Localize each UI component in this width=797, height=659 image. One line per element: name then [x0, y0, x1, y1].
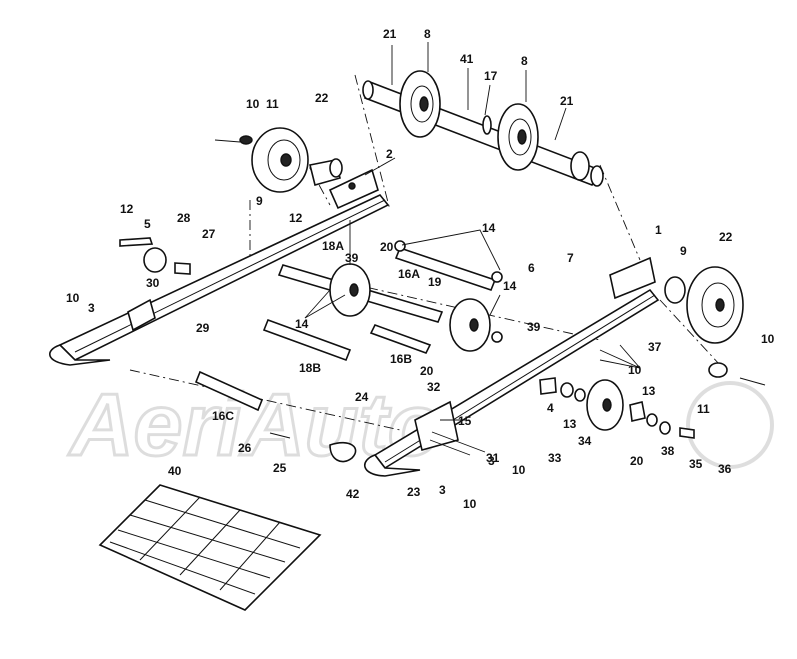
callout-23: 23 [407, 485, 421, 499]
callout-14: 14 [503, 279, 517, 293]
callout-33: 33 [548, 451, 562, 465]
callout-10: 10 [512, 463, 526, 477]
callout-10: 10 [66, 291, 80, 305]
callout-8: 8 [521, 54, 528, 68]
callout-14: 14 [482, 221, 496, 235]
callout-25: 25 [273, 461, 287, 475]
callout-16C: 16C [212, 409, 234, 423]
callout-10: 10 [628, 363, 642, 377]
callout-28: 28 [177, 211, 191, 225]
callout-13: 13 [642, 384, 656, 398]
track-section [98, 484, 322, 611]
callout-24: 24 [355, 390, 369, 404]
lower-hardware [119, 237, 695, 463]
callout-9: 9 [256, 194, 263, 208]
alignment-lines [129, 74, 721, 431]
callout-16A: 16A [398, 267, 420, 281]
callout-8: 8 [424, 27, 431, 41]
callout-39: 39 [345, 251, 359, 265]
callout-7: 7 [567, 251, 574, 265]
callout-10: 10 [761, 332, 775, 346]
callout-20: 20 [630, 454, 644, 468]
callout-17: 17 [484, 69, 498, 83]
callout-26: 26 [238, 441, 252, 455]
rear-axle-assembly [362, 70, 604, 187]
callout-2: 2 [386, 147, 393, 161]
callout-18A: 18A [322, 239, 344, 253]
callout-32: 32 [427, 380, 441, 394]
callout-39: 39 [527, 320, 541, 334]
idler-wheel-22-left [214, 127, 343, 193]
callout-34: 34 [578, 434, 592, 448]
callout-6: 6 [528, 261, 535, 275]
callout-29: 29 [196, 321, 210, 335]
callout-19: 19 [428, 275, 442, 289]
callout-1: 1 [655, 223, 662, 237]
callout-3: 3 [439, 483, 446, 497]
callout-22: 22 [719, 230, 733, 244]
callout-40: 40 [168, 464, 182, 478]
idler-wheel-22-right [664, 266, 766, 386]
watermark-wheel [686, 381, 774, 469]
right-slide-rail [364, 256, 660, 477]
callout-37: 37 [648, 340, 662, 354]
callout-35: 35 [689, 457, 703, 471]
callout-21: 21 [383, 27, 397, 41]
callout-30: 30 [146, 276, 160, 290]
callout-41: 41 [460, 52, 474, 66]
callout-10: 10 [246, 97, 260, 111]
callout-10: 10 [463, 497, 477, 511]
callout-13: 13 [563, 417, 577, 431]
callout-3: 3 [88, 301, 95, 315]
callout-9: 9 [680, 244, 687, 258]
callout-4: 4 [547, 401, 554, 415]
callout-5: 5 [144, 217, 151, 231]
callout-27: 27 [202, 227, 216, 241]
callouts: 21 8 41 17 8 21 10 11 22 2 9 12 12 5 28 … [66, 27, 775, 511]
callout-14: 14 [295, 317, 309, 331]
callout-38: 38 [661, 444, 675, 458]
callout-36: 36 [718, 462, 732, 476]
left-slide-rail [49, 168, 390, 366]
callout-20: 20 [420, 364, 434, 378]
callout-11: 11 [266, 97, 279, 111]
callout-3: 3 [488, 454, 495, 468]
callout-12: 12 [289, 211, 303, 225]
callout-22: 22 [315, 91, 329, 105]
callout-16B: 16B [390, 352, 412, 366]
callout-15: 15 [458, 414, 472, 428]
callout-31: 31 [486, 451, 500, 465]
callout-20: 20 [380, 240, 394, 254]
callout-11: 11 [697, 402, 710, 416]
callout-21: 21 [560, 94, 574, 108]
callout-42: 42 [346, 487, 360, 501]
leader-lines [304, 42, 641, 456]
cross-shafts [194, 240, 503, 412]
callout-18B: 18B [299, 361, 321, 375]
callout-12: 12 [120, 202, 134, 216]
